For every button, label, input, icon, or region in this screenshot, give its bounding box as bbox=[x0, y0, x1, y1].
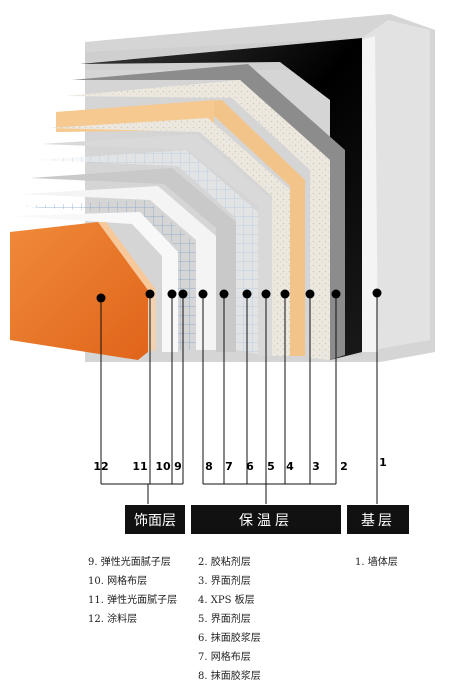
layer-1-wall-side bbox=[362, 20, 430, 352]
callout-dot-10 bbox=[167, 289, 177, 299]
group-bar-base bbox=[347, 505, 409, 534]
layer-12-coating-edge bbox=[98, 222, 156, 290]
group-label-insulation: 保温层 bbox=[239, 513, 293, 529]
callout-number-9: 9 bbox=[174, 460, 182, 473]
layer-1-wall-front bbox=[362, 36, 378, 352]
group-bar-insulation bbox=[191, 505, 341, 534]
callout-dot-4 bbox=[280, 289, 290, 299]
callout-dot-9 bbox=[178, 289, 188, 299]
callout-number-3: 3 bbox=[312, 460, 320, 473]
callout-number-5: 5 bbox=[267, 460, 275, 473]
legend-item: 1. 墙体层 bbox=[355, 557, 398, 568]
callout-number-10: 10 bbox=[155, 460, 171, 473]
callout-dot-5 bbox=[261, 289, 271, 299]
callout-number-12: 12 bbox=[93, 460, 108, 473]
legend-item: 3. 界面剂层 bbox=[198, 576, 251, 587]
callout-number-2: 2 bbox=[340, 460, 348, 473]
callout-dot-8 bbox=[198, 289, 208, 299]
legend-item: 7. 网格布层 bbox=[198, 652, 251, 663]
layer-12-coating-side bbox=[148, 290, 156, 352]
callout-number-7: 7 bbox=[225, 460, 233, 473]
callout-dot-11 bbox=[145, 289, 155, 299]
callout-dot-6 bbox=[242, 289, 252, 299]
callout-dot-7 bbox=[219, 289, 229, 299]
leader-lines bbox=[100, 293, 378, 504]
legend-item: 10. 网格布层 bbox=[88, 576, 148, 587]
layer-12-coating bbox=[10, 222, 148, 360]
legend-item: 4. XPS 板层 bbox=[198, 595, 255, 606]
group-bar-finish bbox=[125, 505, 185, 534]
group-label-base: 基层 bbox=[361, 512, 395, 529]
legend-item: 5. 界面剂层 bbox=[198, 614, 251, 625]
legend-item: 9. 弹性光面腻子层 bbox=[88, 557, 171, 568]
legend-item: 6. 抹面胶浆层 bbox=[198, 633, 261, 644]
legend-item: 11. 弹性光面腻子层 bbox=[88, 595, 178, 606]
legend-item: 12. 涂料层 bbox=[88, 614, 138, 625]
legend-item: 8. 抹面胶浆层 bbox=[198, 671, 261, 682]
callout-dot-3 bbox=[305, 289, 315, 299]
callout-number-6: 6 bbox=[246, 460, 254, 473]
callout-number-8: 8 bbox=[205, 460, 213, 473]
callout-dot-2 bbox=[331, 289, 341, 299]
callout-dot-12 bbox=[96, 293, 106, 303]
callout-number-1: 1 bbox=[379, 456, 387, 469]
callout-number-11: 11 bbox=[132, 460, 147, 473]
legend-insulation-layers: 2. 胶粘剂层 3. 界面剂层 4. XPS 板层 5. 界面剂层 6. 抹面胶… bbox=[198, 553, 261, 686]
legend-base-layers: 1. 墙体层 bbox=[355, 553, 398, 572]
layer-9-putty bbox=[22, 186, 216, 350]
callout-number-4: 4 bbox=[286, 460, 294, 473]
legend-item: 2. 胶粘剂层 bbox=[198, 557, 251, 568]
group-label-finish: 饰面层 bbox=[134, 513, 176, 529]
callout-dot-1 bbox=[372, 288, 382, 298]
legend-finish-layers: 9. 弹性光面腻子层 10. 网格布层 11. 弹性光面腻子层 12. 涂料层 bbox=[88, 553, 177, 629]
callout-dots bbox=[96, 288, 382, 303]
